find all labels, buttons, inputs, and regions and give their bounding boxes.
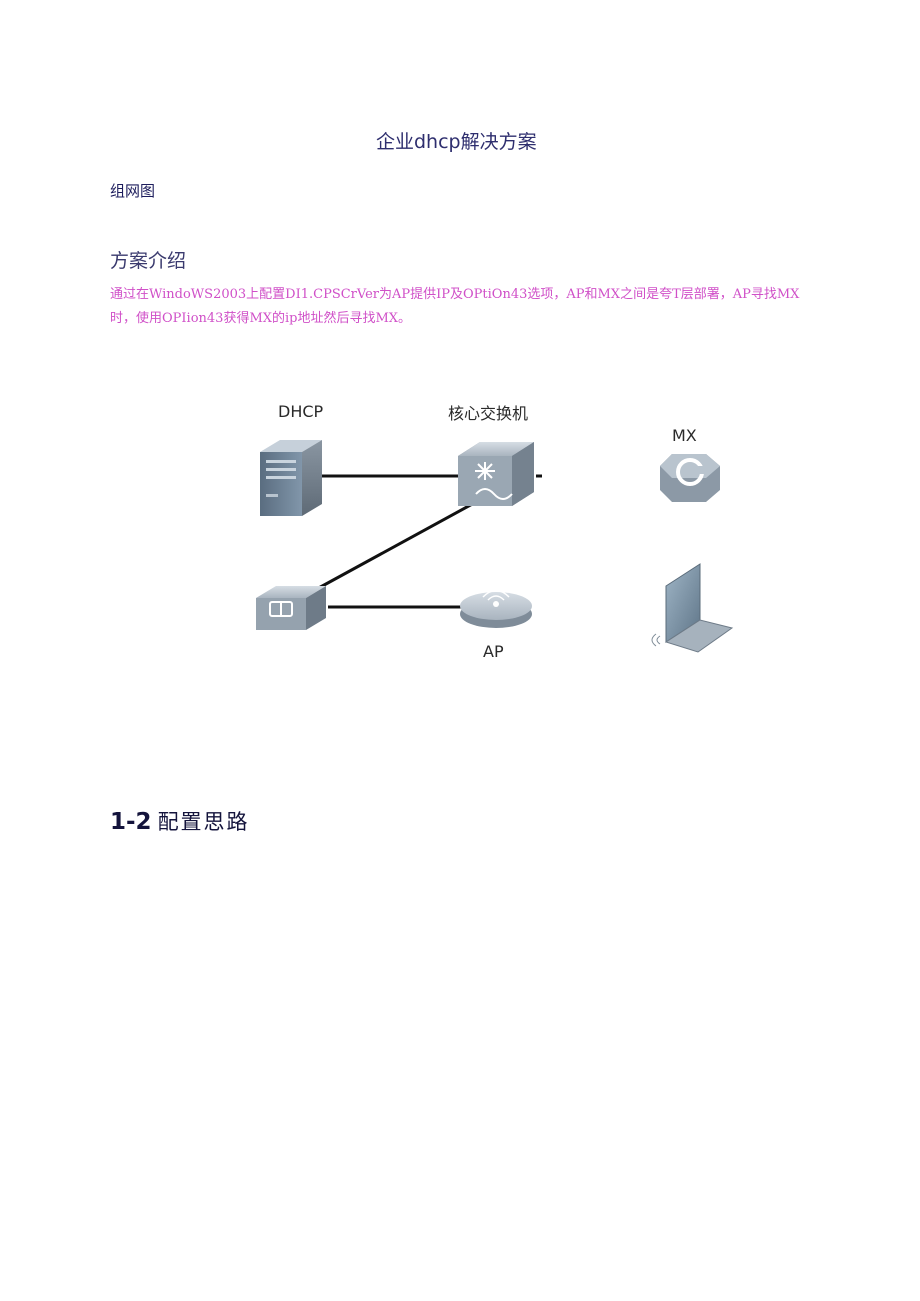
core-switch-label: 核心交换机 [448, 404, 528, 423]
dhcp-server-icon [260, 440, 322, 516]
laptop-icon [651, 563, 734, 653]
dhcp-label: DHCP [278, 402, 324, 421]
mx-controller-icon [660, 454, 720, 502]
config-heading-number: 1-2 [110, 809, 152, 835]
network-diagram: DHCP 核心交换机 MX [240, 390, 760, 670]
config-heading-text: 配置思路 [157, 810, 250, 834]
intro-paragraph: 通过在WindoWS2003上配置DI1.CPSCrVer为AP提供IP及OPt… [110, 287, 800, 326]
ap-icon [460, 589, 532, 628]
mx-label: MX [672, 426, 697, 445]
ap-label: AP [483, 642, 504, 661]
page-title: 企业dhcp解决方案 [376, 131, 537, 153]
access-switch-icon [256, 586, 326, 630]
network-diagram-label: 组网图 [110, 182, 156, 200]
core-switch-icon [458, 442, 534, 506]
intro-heading: 方案介绍 [110, 250, 187, 272]
link-core-access [303, 500, 477, 598]
